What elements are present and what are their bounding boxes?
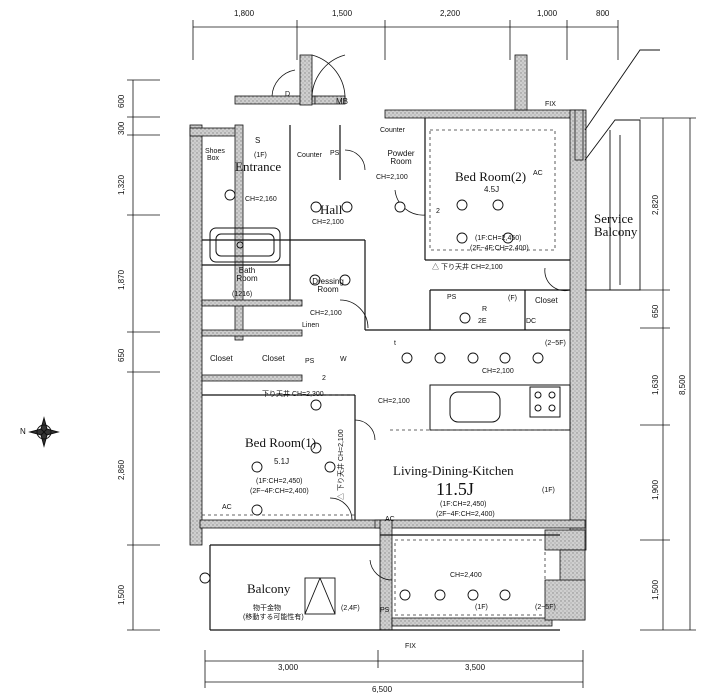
- linen-label: Linen: [302, 322, 320, 329]
- dim-top-4: 1,000: [537, 9, 558, 18]
- balcony-label: Balcony: [247, 581, 291, 596]
- powder-ch: CH=2,100: [376, 174, 408, 181]
- powder-room-label: Powder Room: [387, 149, 415, 166]
- center-ch-label: CH=2,100: [378, 398, 410, 405]
- t-label: t: [394, 340, 396, 347]
- bed-room-1-ch1: (1F:CH=2,450): [256, 478, 303, 485]
- dim-right-5: 1,500: [651, 579, 660, 600]
- dim-top-3: 2,200: [440, 9, 461, 18]
- counter-label-2: Counter: [297, 152, 322, 159]
- closet-label-1: Closet: [210, 354, 233, 363]
- d-label: D: [285, 91, 291, 98]
- ldk-label: Living-Dining-Kitchen: [393, 463, 514, 478]
- bed-room-2-label: Bed Room(2): [455, 169, 527, 184]
- dim-top-5: 800: [596, 9, 610, 18]
- vertical-drop-ceiling: △ 下り天井 CH=2,100: [338, 429, 345, 500]
- bed-room-2-drop: △ 下り天井 CH=2,100: [432, 264, 503, 271]
- mb-label: MB: [336, 97, 348, 106]
- shoes-box-label: Shoes Box: [205, 148, 225, 162]
- ps-label-4: PS: [380, 607, 390, 614]
- compass-rose: [28, 416, 60, 448]
- hall-ch: CH=2,100: [312, 219, 344, 226]
- ldk-ch2: (2F~4F:CH=2,400): [436, 511, 495, 518]
- dim-right-3: 1,630: [651, 374, 660, 395]
- ac-label-1: AC: [533, 170, 543, 177]
- entrance-ch: CH=2,160: [245, 196, 277, 203]
- two-e-label: 2E: [478, 318, 487, 325]
- compass-north-label: N: [20, 427, 26, 436]
- ps-label-2: PS: [447, 294, 457, 301]
- ps-label-3: PS: [305, 358, 315, 365]
- dc-label: DC: [526, 318, 537, 325]
- hall-label: Hall: [320, 202, 343, 217]
- num-2-label-2: 2: [322, 375, 326, 382]
- dim-right-2: 650: [651, 304, 660, 318]
- bed-room-1-drop: 下り天井 CH=2,300: [262, 391, 324, 398]
- light-fixtures: [199, 189, 544, 601]
- dim-bottom-1: 3,000: [278, 663, 299, 672]
- bath-tub: [209, 227, 281, 263]
- s-mark: S: [255, 136, 261, 145]
- fix-bottom-label: FIX: [405, 643, 416, 650]
- one-f-label-2: (1F): [542, 487, 555, 494]
- dressing-room-label: Dressing Room: [312, 277, 344, 294]
- counter-label-1: Counter: [380, 127, 405, 134]
- f-label: (F): [508, 295, 517, 302]
- bed-room-2-size: 4.5J: [484, 185, 500, 194]
- interior-walls: [202, 118, 570, 631]
- one-f-label-1: (1F): [475, 604, 488, 611]
- ps-label-1: PS: [330, 150, 340, 157]
- ldk-ch1: (1F:CH=2,450): [440, 501, 487, 508]
- balcony-note-1: 物干金物: [253, 605, 281, 612]
- bed-room-2-ch1: (1F:CH=2,450): [475, 235, 522, 242]
- bed-room-2-ch2: (2F~4F:CH=2,400): [470, 245, 529, 252]
- door-swings: [271, 54, 571, 581]
- s-1f: (1F): [254, 152, 267, 159]
- dim-bottom-2: 3,500: [465, 663, 486, 672]
- dim-left-6: 2,860: [117, 459, 126, 480]
- dim-right-4: 1,900: [651, 479, 660, 500]
- two-5f-label-1: (2~5F): [545, 340, 566, 347]
- fix-top-label: FIX: [545, 101, 556, 108]
- dressing-ch: CH=2,100: [310, 310, 342, 317]
- balcony-24f: (2,4F): [341, 605, 360, 612]
- closet-label-2: Closet: [262, 354, 285, 363]
- entrance-label: Entrance: [235, 159, 282, 174]
- balcony-note-2: (移動する可能性有): [243, 614, 304, 621]
- dim-left-2: 300: [117, 121, 126, 135]
- dim-left-5: 650: [117, 348, 126, 362]
- dimension-lines: [127, 20, 696, 688]
- bed-room-1-label: Bed Room(1): [245, 435, 317, 450]
- bed-room-1-size: 5.1J: [274, 457, 290, 466]
- walls: [189, 54, 587, 631]
- ldk-ch-label: CH=2,100: [482, 368, 514, 375]
- dim-bottom-total: 6,500: [372, 685, 393, 694]
- closet-label-3: Closet: [535, 296, 558, 305]
- dim-left-3: 1,320: [117, 174, 126, 195]
- service-balcony-label: Service Balcony: [594, 211, 638, 239]
- dim-left-7: 1,500: [117, 584, 126, 605]
- dashed-lines: [202, 129, 565, 616]
- num-2-label-1: 2: [436, 208, 440, 215]
- ldk-size: 11.5J: [436, 479, 474, 499]
- dim-left-1: 600: [117, 94, 126, 108]
- ac-label-2: AC: [222, 504, 232, 511]
- bath-room-label: Bath Room: [236, 266, 258, 283]
- bed-room-1-ch2: (2F~4F:CH=2,400): [250, 488, 309, 495]
- dim-right-total: 8,500: [678, 374, 687, 395]
- two-5f-label-2: (2~5F): [535, 604, 556, 611]
- balcony-rack: [304, 577, 336, 615]
- dim-top-1: 1,800: [234, 9, 255, 18]
- kitchen-counter: [429, 384, 571, 431]
- bath-size: (1216): [232, 291, 253, 298]
- dim-top-2: 1,500: [332, 9, 353, 18]
- service-balcony-outline: [584, 49, 660, 291]
- washer-label: W: [340, 356, 347, 363]
- front-ch-label: CH=2,400: [450, 572, 482, 579]
- dim-left-4: 1,870: [117, 269, 126, 290]
- ac-label-3: AC: [385, 516, 395, 523]
- r-label: R: [482, 306, 488, 313]
